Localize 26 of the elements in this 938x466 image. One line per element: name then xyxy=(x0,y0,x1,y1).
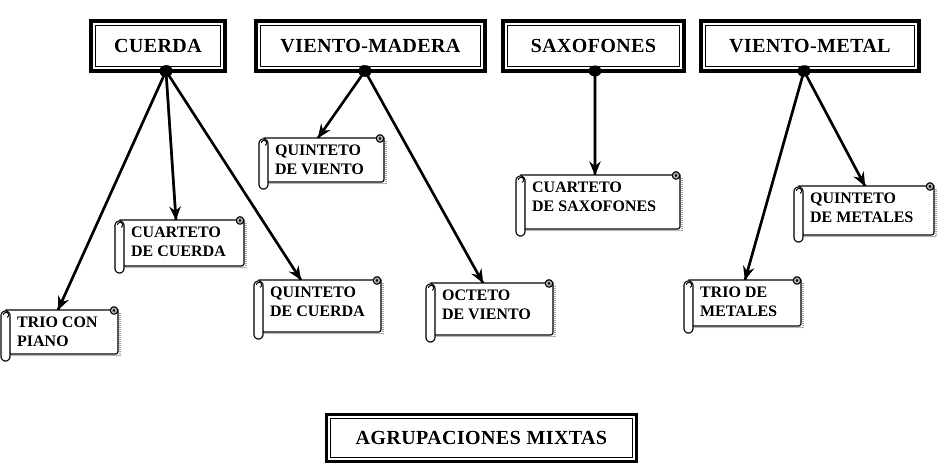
category-box xyxy=(89,19,227,73)
arrow xyxy=(316,65,372,139)
category-label: SAXOFONES xyxy=(530,34,656,58)
category-label: CUERDA xyxy=(114,34,202,58)
ensemble-label: QUINTETO DE VIENTO xyxy=(275,141,364,179)
ensemble-label: QUINTETO DE CUERDA xyxy=(270,283,365,321)
arrow xyxy=(798,65,866,187)
arrow xyxy=(588,66,602,176)
arrow xyxy=(160,65,302,281)
arrow xyxy=(358,65,484,284)
ensemble-label: OCTETO DE VIENTO xyxy=(442,286,531,324)
category-box xyxy=(501,19,686,73)
category-box xyxy=(325,413,638,463)
arrow xyxy=(160,66,182,220)
category-label: VIENTO-METAL xyxy=(729,34,891,58)
arrow xyxy=(743,65,810,280)
ensemble-label: QUINTETO DE METALES xyxy=(810,189,914,227)
ensemble-label: TRIO CON PIANO xyxy=(17,313,98,351)
category-label: VIENTO-MADERA xyxy=(280,34,461,58)
arrow xyxy=(56,65,172,311)
ensemble-label: CUARTETO DE SAXOFONES xyxy=(532,178,656,216)
category-box xyxy=(254,19,487,73)
ensemble-label: TRIO DE METALES xyxy=(700,283,778,321)
category-label: AGRUPACIONES MIXTAS xyxy=(356,426,608,450)
category-box xyxy=(699,19,921,73)
ensemble-label: CUARTETO DE CUERDA xyxy=(131,223,226,261)
